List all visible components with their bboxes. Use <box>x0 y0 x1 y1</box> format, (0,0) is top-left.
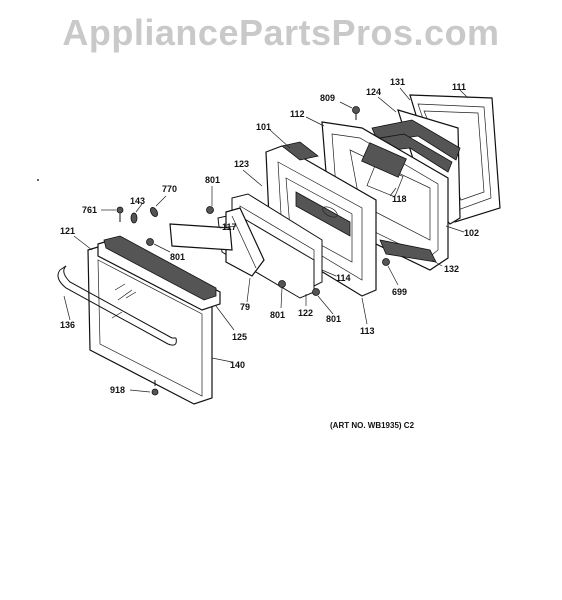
door-inner-panel-101 <box>265 141 377 297</box>
callout-801-b: 801 <box>170 252 185 262</box>
callout-140: 140 <box>230 360 245 370</box>
callout-113: 113 <box>360 326 375 336</box>
callout-801-c: 801 <box>270 310 285 320</box>
callout-801-d: 801 <box>326 314 341 324</box>
callout-761: 761 <box>82 205 97 215</box>
screw-918 <box>151 380 159 396</box>
speck <box>37 179 39 181</box>
art-number: (ART NO. WB1935) C2 <box>330 421 415 430</box>
callout-801-a: 801 <box>205 175 220 185</box>
callout-79: 79 <box>240 302 250 312</box>
callout-111: 111 <box>452 82 466 92</box>
callout-114: 114 <box>336 273 351 283</box>
screw-770 <box>149 207 159 217</box>
screw-801-d <box>312 288 320 296</box>
watermark-text: AppliancePartsPros.com <box>62 12 500 53</box>
callout-699: 699 <box>392 287 407 297</box>
callout-132: 132 <box>444 264 459 274</box>
screw-699 <box>382 258 390 266</box>
callout-102: 102 <box>464 228 479 238</box>
outer-door-panel-140 <box>87 235 221 405</box>
callout-118: 118 <box>392 194 407 204</box>
callout-121: 121 <box>60 226 75 236</box>
bracket-117 <box>169 223 233 251</box>
callout-136: 136 <box>60 320 75 330</box>
callout-122: 122 <box>298 308 313 318</box>
callout-143: 143 <box>130 196 145 206</box>
screw-801-a <box>206 206 214 214</box>
callout-124: 124 <box>366 87 381 97</box>
callout-918: 918 <box>110 385 125 395</box>
callout-123: 123 <box>234 159 249 169</box>
insulation-79 <box>225 207 265 277</box>
callout-131: 131 <box>390 77 405 87</box>
callout-101: 101 <box>256 122 271 132</box>
callout-117: 117 <box>222 222 237 232</box>
screw-809 <box>352 106 360 120</box>
callout-770: 770 <box>162 184 177 194</box>
screw-143 <box>130 212 138 224</box>
screw-801-b <box>146 238 154 246</box>
callout-809: 809 <box>320 93 335 103</box>
screw-761 <box>116 206 124 222</box>
leader-lines <box>63 87 469 393</box>
callout-125: 125 <box>232 332 247 342</box>
screw-801-c <box>278 280 286 288</box>
door-handle-136 <box>57 265 177 346</box>
callout-112: 112 <box>290 109 305 119</box>
